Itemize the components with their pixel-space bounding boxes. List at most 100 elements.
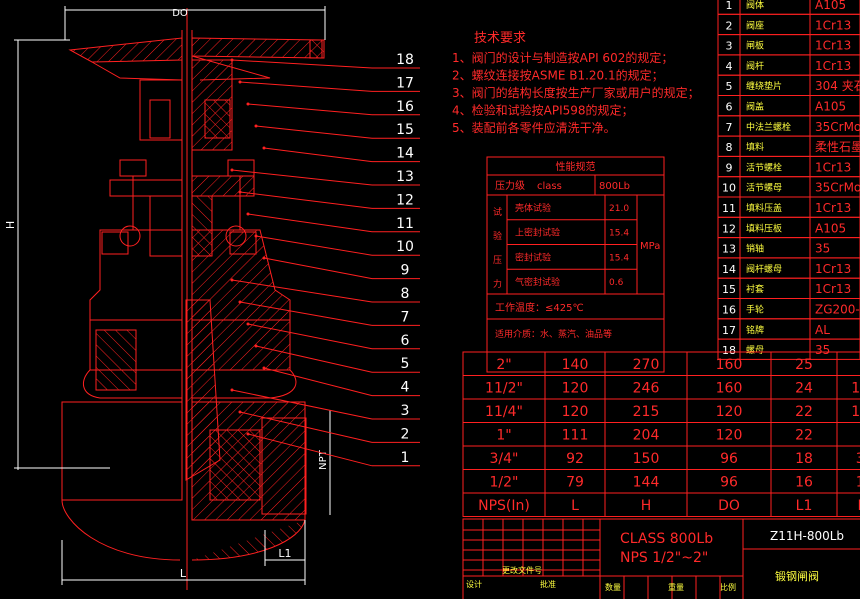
size-value: DO	[718, 498, 740, 514]
title-small: 数量	[605, 582, 621, 592]
balloon-2: 2	[401, 426, 410, 442]
balloon-leader	[255, 345, 373, 373]
gland-nut-right	[227, 159, 255, 177]
part-material: 1Cr13	[815, 18, 851, 32]
size-value: 120	[716, 404, 743, 420]
balloon-leader	[231, 169, 373, 186]
size-value: 270	[633, 357, 660, 373]
part-no: 11	[722, 202, 736, 215]
size-value: L1	[796, 498, 813, 514]
part-no: 7	[726, 121, 733, 134]
size-value: 18	[795, 451, 813, 467]
size-value: 215	[633, 404, 660, 420]
part-name: 阀座	[746, 19, 764, 31]
balloon-18: 18	[396, 52, 414, 68]
balloon-dot	[262, 366, 266, 370]
title-name: 锻钢闸阀	[775, 569, 819, 583]
dim-l1-label: L1	[278, 547, 291, 560]
size-value: 1/2"	[490, 475, 519, 491]
note-item-2: 2、螺纹连接按ASME B1.20.1的规定；	[452, 68, 664, 83]
eye-bolt-left	[119, 225, 141, 247]
part-no: 4	[726, 60, 733, 73]
size-value: 140	[562, 357, 589, 373]
size-value: 24	[795, 381, 813, 397]
title-class: CLASS 800Lb	[620, 531, 713, 547]
balloon-9: 9	[401, 263, 410, 279]
size-value: 160	[716, 381, 743, 397]
balloon-leader	[239, 411, 373, 443]
balloon-16: 16	[396, 99, 414, 115]
part-name: 销轴	[746, 243, 764, 255]
balloon-4: 4	[401, 380, 410, 396]
part-no: 10	[722, 182, 736, 195]
balloon-11: 11	[396, 216, 414, 232]
part-material: 1Cr13	[815, 39, 851, 53]
balloon-leader	[247, 433, 373, 467]
part-material: 柔性石墨	[815, 140, 860, 154]
balloon-14: 14	[396, 146, 414, 162]
part-material: A105	[815, 221, 846, 235]
size-value: 11/2"	[485, 381, 523, 397]
part-name: 衬套	[746, 283, 764, 295]
part-name: 阀杆螺母	[746, 263, 782, 275]
balloon-10: 10	[396, 239, 414, 255]
perf-test-char: 压	[493, 255, 502, 266]
body-bottom-left	[61, 499, 181, 561]
parts-row	[717, 237, 860, 259]
part-name: 填料压板	[746, 222, 782, 234]
balloon-leader	[231, 279, 373, 303]
part-material: 1Cr13	[815, 201, 851, 215]
size-value: 246	[633, 381, 660, 397]
size-value: 144	[633, 475, 660, 491]
size-value: 2"	[496, 357, 511, 373]
bonnet-bolt-left	[95, 329, 137, 391]
balloon-8: 8	[401, 286, 410, 302]
perf-temp: 工作温度：≤425℃	[495, 301, 584, 314]
balloon-15: 15	[396, 122, 414, 138]
size-value: 1/2	[856, 475, 860, 491]
balloon-dot	[230, 168, 234, 172]
size-value: L	[571, 498, 579, 514]
balloon-leader	[231, 389, 373, 420]
balloon-dot	[230, 388, 234, 392]
size-value: 120	[716, 428, 743, 444]
handwheel-left	[68, 37, 183, 63]
balloon-leader	[255, 125, 373, 139]
balloon-leader	[263, 147, 373, 163]
part-no: 13	[722, 243, 736, 256]
part-no: 14	[722, 263, 736, 276]
bonnet-bolt-head-left	[101, 231, 129, 255]
part-name: 缠绕垫片	[746, 80, 782, 92]
title-nps: NPS 1/2"~2"	[620, 550, 708, 566]
balloon-dot	[246, 322, 250, 326]
gate-disc	[185, 299, 221, 481]
note-item-4: 4、检验和试验按API598的规定；	[452, 103, 634, 118]
part-no: 9	[726, 161, 733, 174]
handwheel-right	[191, 37, 323, 59]
part-no: 8	[726, 141, 733, 154]
yoke-left	[139, 79, 183, 141]
dim-l-label: L	[180, 567, 187, 580]
size-value: 11/4"	[485, 404, 523, 420]
notes-title: 技术要求	[474, 31, 526, 46]
body-bottom-right	[191, 519, 306, 561]
part-material: 1Cr13	[815, 160, 851, 174]
part-no: 1	[726, 0, 733, 12]
perf-row-value: 15.4	[609, 229, 629, 239]
part-name: 闸板	[746, 40, 764, 52]
balloon-leader	[247, 323, 373, 350]
part-material: ZG200-4	[815, 303, 860, 317]
balloon-dot	[262, 146, 266, 150]
balloon-dot	[238, 410, 242, 414]
balloon-dot	[254, 234, 258, 238]
part-name: 活节螺母	[746, 182, 782, 194]
part-material: 35	[815, 343, 830, 357]
balloon-dot	[246, 432, 250, 436]
size-value: 22	[795, 428, 813, 444]
balloon-17: 17	[396, 75, 414, 91]
size-value: 3/4"	[490, 451, 519, 467]
perf-test-char: 力	[493, 278, 502, 290]
balloon-leader	[231, 59, 373, 69]
body-flange-left	[89, 319, 183, 371]
